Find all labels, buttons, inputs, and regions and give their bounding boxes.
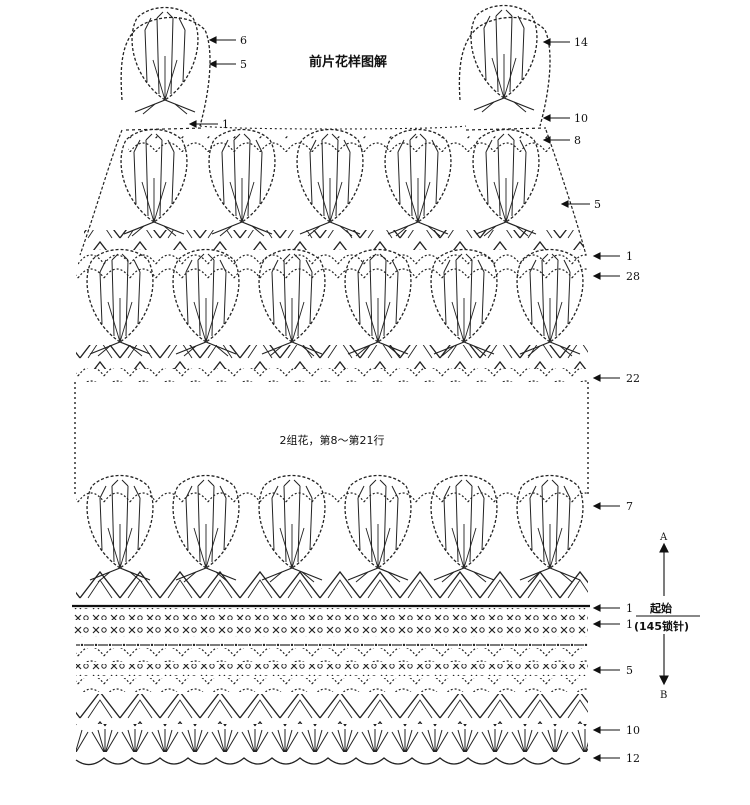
- start-note: 起始: [649, 601, 672, 615]
- repeat-note: 2组花，第8～第21行: [280, 433, 385, 447]
- row-label: 1: [626, 618, 633, 631]
- lower-pattern-band: [76, 474, 588, 600]
- row-markers: [188, 36, 620, 762]
- diagram-title: 前片花样图解: [309, 54, 387, 70]
- row-label: 8: [574, 134, 581, 147]
- row-label: 22: [626, 372, 640, 385]
- row-label: 1: [626, 602, 633, 615]
- direction-label-b: B: [660, 690, 667, 701]
- row-label: 7: [626, 500, 633, 513]
- row-label: 1: [222, 118, 229, 131]
- row-label: 12: [626, 752, 640, 765]
- start-chain-count: (145锁针): [634, 619, 689, 633]
- left-strap: [120, 6, 211, 131]
- upper-pattern-band: [76, 248, 588, 382]
- direction-arrow: [659, 542, 669, 686]
- right-strap: [458, 4, 551, 131]
- row-label: 5: [240, 58, 247, 71]
- row-label: 14: [574, 36, 588, 49]
- row-label: 28: [626, 270, 640, 283]
- yoke-section: [78, 125, 588, 266]
- starting-chain-border: [72, 604, 590, 766]
- row-label: 5: [626, 664, 633, 677]
- row-label: 1: [626, 250, 633, 263]
- row-label: 10: [574, 112, 588, 125]
- repeat-placeholder-box: [74, 382, 589, 496]
- direction-label-a: A: [659, 532, 668, 543]
- row-label: 6: [240, 34, 247, 47]
- row-label: 10: [626, 724, 640, 737]
- row-label: 5: [594, 198, 601, 211]
